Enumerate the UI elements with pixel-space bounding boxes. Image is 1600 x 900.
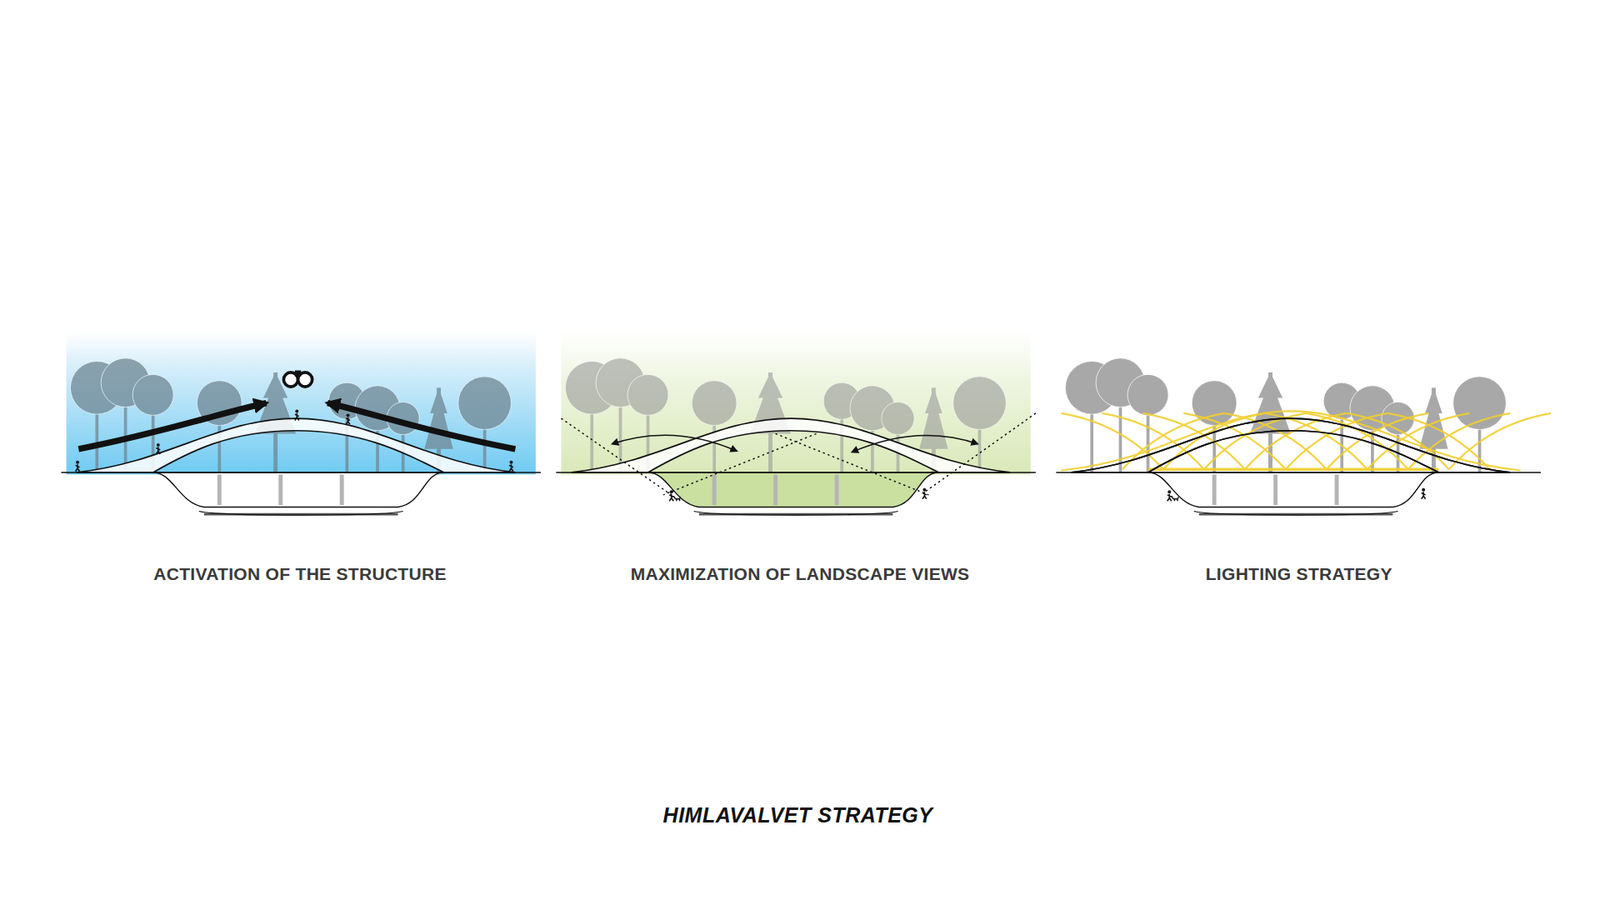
- panel-caption: LIGHTING STRATEGY: [1205, 564, 1393, 585]
- sight-line: [560, 413, 1035, 495]
- person-icon: [1167, 490, 1179, 501]
- underpass: [648, 472, 940, 508]
- view-arrow: [612, 435, 978, 452]
- underpass: [153, 472, 445, 508]
- section-panel: [60, 331, 541, 515]
- binoculars-icon: [283, 370, 312, 387]
- arch-bridge: [76, 418, 516, 473]
- diagram-title: HIMLAVALVET STRATEGY: [663, 803, 934, 828]
- tree-group: [70, 358, 511, 473]
- arch-bridge: [1071, 418, 1511, 473]
- person-icon: [509, 460, 514, 472]
- panel-caption: ACTIVATION OF THE STRUCTURE: [153, 564, 446, 585]
- person-icon: [1421, 488, 1426, 500]
- person-icon: [669, 490, 680, 501]
- section-panel: [555, 331, 1036, 515]
- person-icon: [345, 413, 350, 425]
- tree-group: [565, 358, 1006, 473]
- section-panel: [1055, 331, 1551, 515]
- panel-caption: MAXIMIZATION OF LANDSCAPE VIEWS: [630, 564, 970, 585]
- person-icon: [295, 410, 300, 421]
- underpass: [1148, 472, 1440, 508]
- person-icon: [922, 488, 927, 500]
- person-icon: [155, 443, 160, 455]
- light-lattice: [1060, 410, 1551, 470]
- person-icon: [75, 460, 80, 472]
- arch-bridge: [571, 418, 1011, 473]
